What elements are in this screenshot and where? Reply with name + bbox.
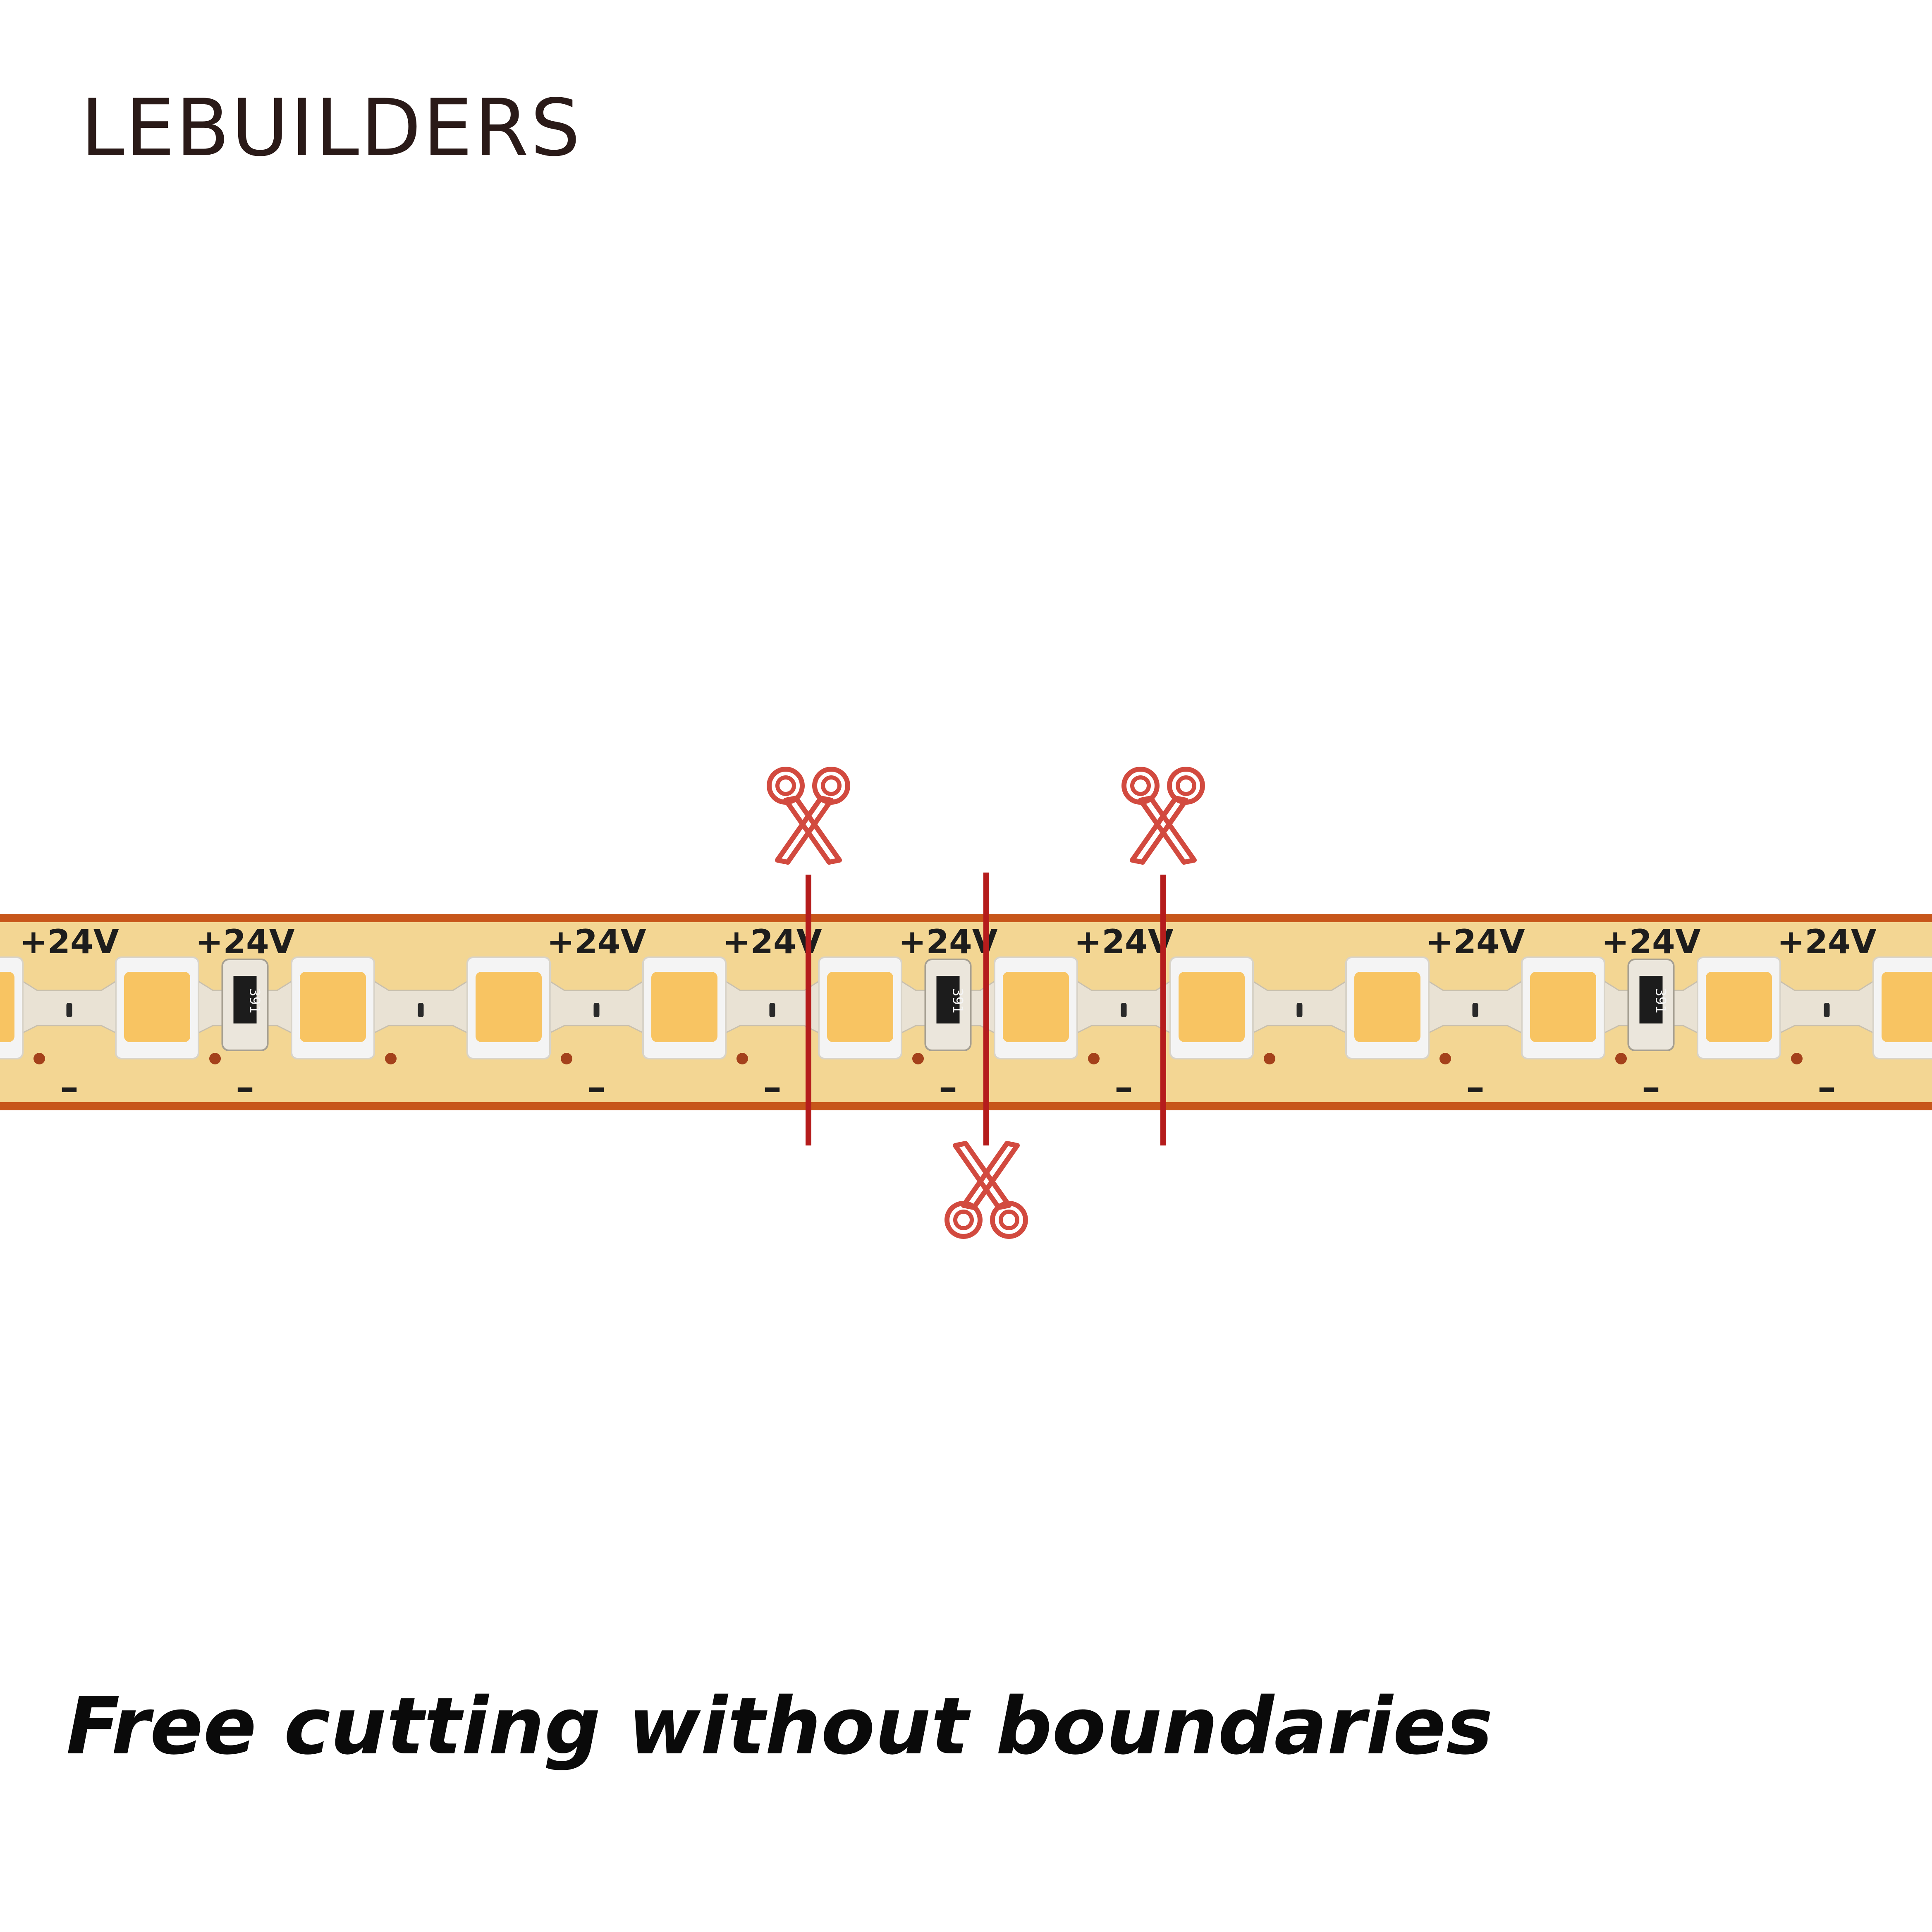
trace-mark <box>593 1003 600 1017</box>
pcb-edge-top <box>0 914 1932 922</box>
led-chip <box>1530 972 1596 1042</box>
resistor-chip <box>1639 976 1663 1023</box>
resistor-chip <box>936 976 960 1023</box>
solder-dot <box>912 1053 924 1064</box>
led-chip <box>0 972 14 1042</box>
voltage-label: +24V <box>898 923 997 961</box>
led-chip <box>300 972 366 1042</box>
solder-dot <box>1791 1053 1803 1064</box>
caption: Free cutting without boundaries <box>66 1681 1493 1772</box>
resistor-label: 391 <box>949 988 966 1013</box>
solder-dot <box>1615 1053 1627 1064</box>
trace-mark <box>769 1003 775 1017</box>
led-chip <box>1179 972 1245 1042</box>
minus-label: – <box>60 1066 79 1109</box>
solder-dot <box>209 1053 221 1064</box>
minus-label: – <box>939 1066 957 1109</box>
minus-label: – <box>1466 1066 1485 1109</box>
led-chip <box>1003 972 1069 1042</box>
solder-dot <box>1439 1053 1451 1064</box>
minus-label: – <box>236 1066 254 1109</box>
solder-dot <box>1088 1053 1100 1064</box>
led-strip-diagram: +24V – +24V – +24V – +24V – +24V – +24V – +24V – +24V –… <box>0 736 1932 1274</box>
minus-label: – <box>1114 1066 1133 1109</box>
trace-mark <box>418 1003 424 1017</box>
led-chip <box>651 972 717 1042</box>
scissors-icon <box>769 769 848 862</box>
trace-mark <box>1472 1003 1478 1017</box>
voltage-label: +24V <box>1777 923 1876 961</box>
voltage-label: +24V <box>722 923 822 961</box>
led-chip <box>1706 972 1772 1042</box>
trace-mark <box>1296 1003 1303 1017</box>
led-chip <box>1354 972 1420 1042</box>
resistor-label: 391 <box>246 988 263 1013</box>
led-chip <box>1882 972 1932 1042</box>
voltage-label: +24V <box>1074 923 1173 961</box>
voltage-label: +24V <box>1601 923 1700 961</box>
pcb-edge-bottom <box>0 1102 1932 1110</box>
solder-dot <box>385 1053 397 1064</box>
solder-dot <box>1264 1053 1275 1064</box>
solder-dot <box>33 1053 45 1064</box>
trace-mark <box>1824 1003 1830 1017</box>
voltage-label: +24V <box>547 923 646 961</box>
solder-dot <box>736 1053 748 1064</box>
minus-label: – <box>763 1066 782 1109</box>
scissors-icon <box>1124 769 1203 862</box>
brand-name: BUILDERS <box>175 82 582 174</box>
minus-label: – <box>1642 1066 1660 1109</box>
minus-label: – <box>587 1066 606 1109</box>
brand-prefix: LE <box>81 82 176 174</box>
minus-label: – <box>1817 1066 1836 1109</box>
voltage-label: +24V <box>1425 923 1525 961</box>
solder-dot <box>561 1053 572 1064</box>
voltage-label: +24V <box>195 923 294 961</box>
resistor-label: 391 <box>1652 988 1669 1013</box>
voltage-label: +24V <box>19 923 119 961</box>
resistor-chip <box>233 976 257 1023</box>
brand-logo: LEBUILDERS <box>81 89 582 167</box>
scissors-icon <box>947 1143 1026 1236</box>
trace-mark <box>66 1003 72 1017</box>
led-chip <box>827 972 893 1042</box>
led-chip <box>476 972 542 1042</box>
led-chip <box>124 972 190 1042</box>
trace-mark <box>1121 1003 1127 1017</box>
